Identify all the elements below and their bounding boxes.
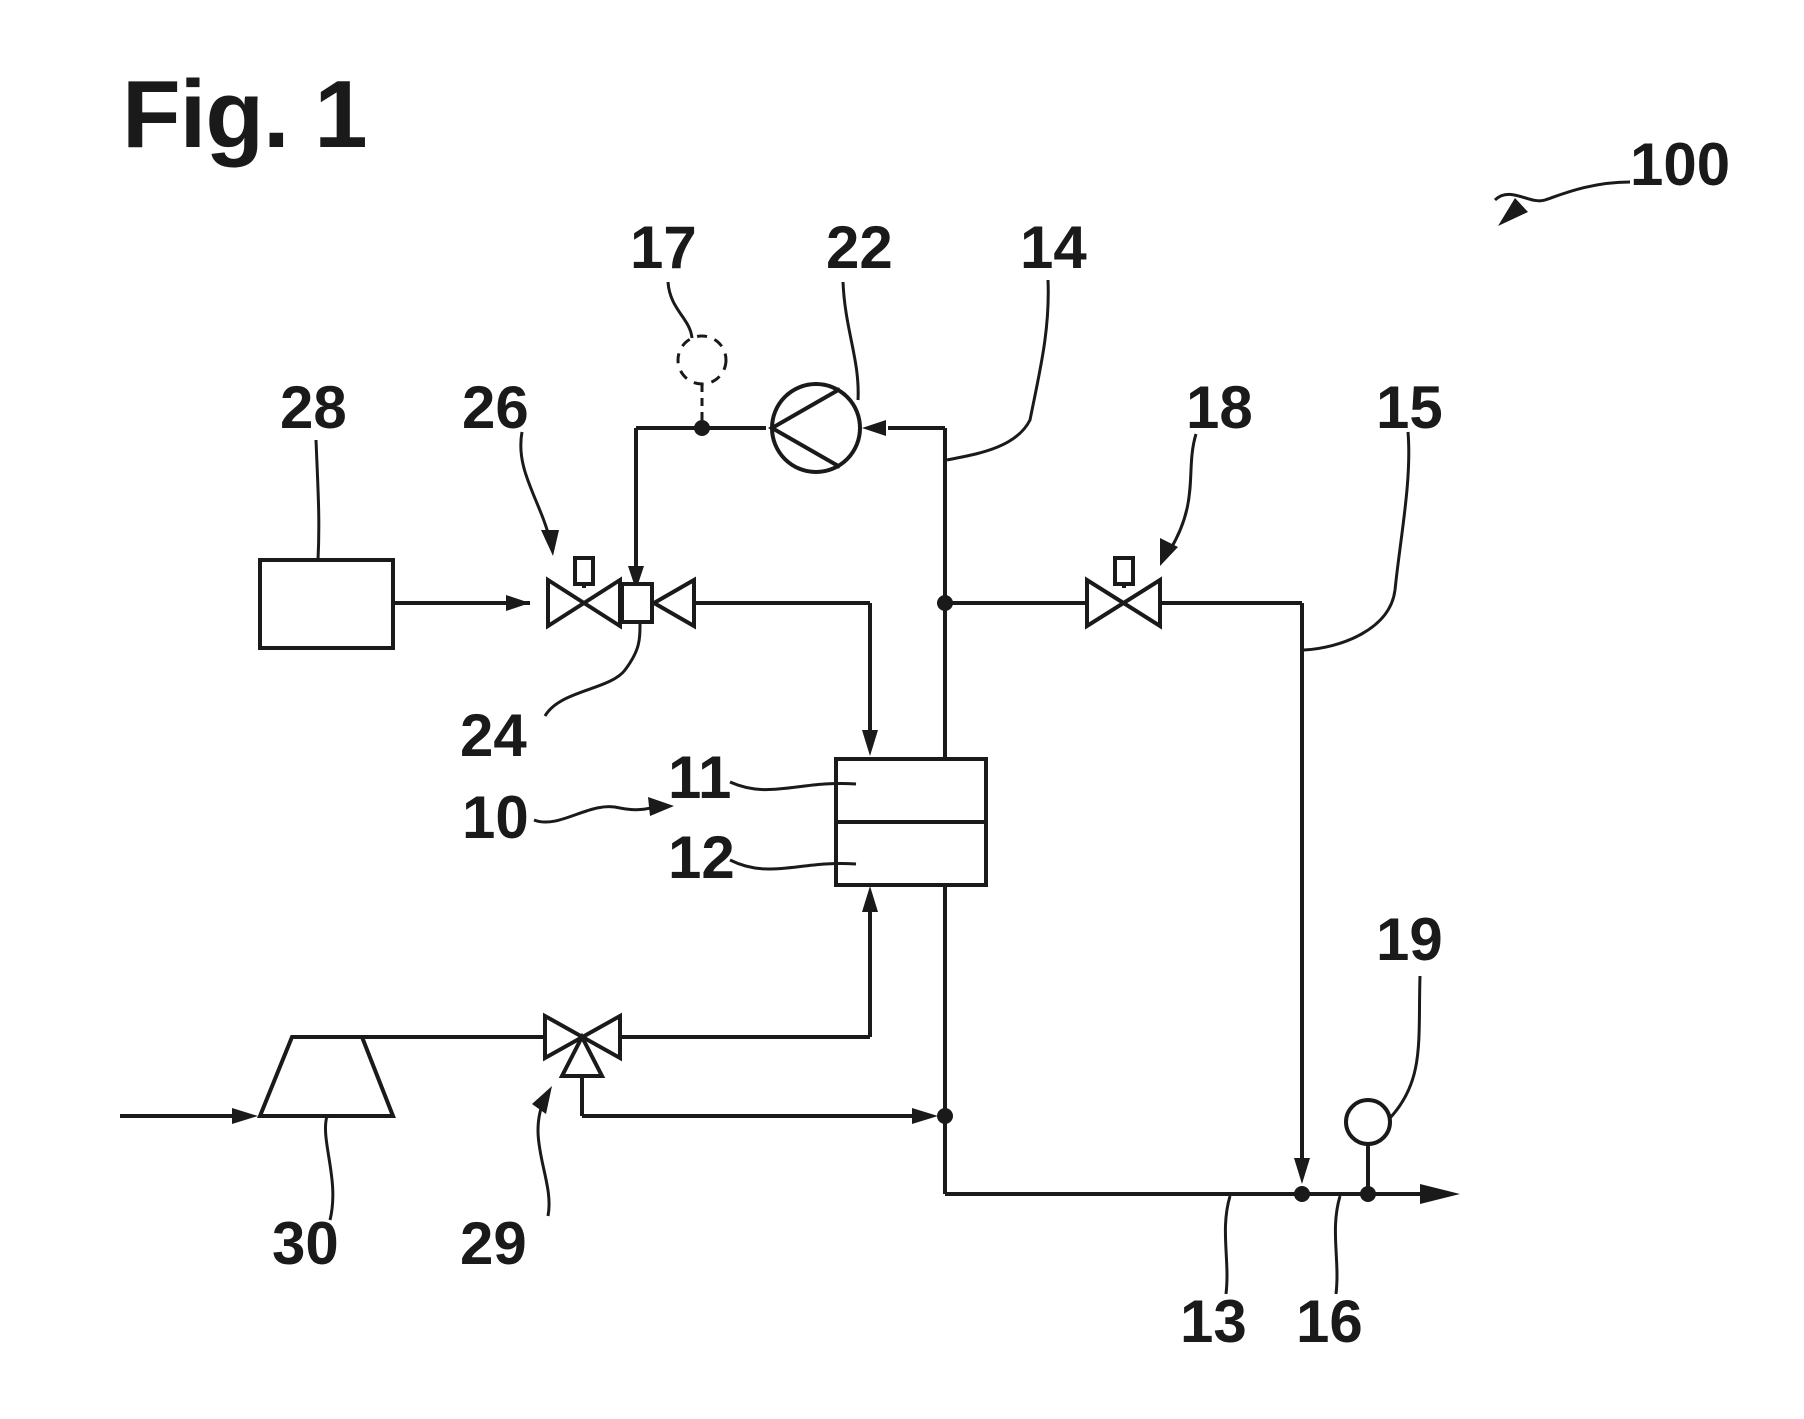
arrowhead-stack-top bbox=[862, 730, 878, 756]
arrowhead-air-in bbox=[232, 1108, 258, 1124]
leader-100 bbox=[1493, 180, 1631, 203]
label-29: 29 bbox=[460, 1210, 527, 1277]
label-19: 19 bbox=[1376, 906, 1443, 973]
leader-22 bbox=[841, 281, 860, 401]
leader-10-arrow bbox=[648, 797, 674, 816]
label-100: 100 bbox=[1630, 131, 1730, 198]
label-16: 16 bbox=[1296, 1288, 1363, 1355]
arrowhead-pump-in bbox=[862, 420, 886, 436]
junction-dot bbox=[1294, 1186, 1310, 1202]
arrowhead-purge bbox=[1294, 1158, 1310, 1184]
valve-actuator bbox=[573, 556, 595, 586]
three-way-valve-branch bbox=[558, 1032, 606, 1078]
leader-18 bbox=[1168, 433, 1198, 551]
junction-dot bbox=[694, 420, 710, 436]
label-22: 22 bbox=[826, 214, 893, 281]
junction-dot bbox=[1360, 1186, 1376, 1202]
leader-11 bbox=[729, 780, 857, 792]
leader-10 bbox=[533, 804, 661, 824]
check-element bbox=[649, 576, 696, 630]
label-30: 30 bbox=[272, 1210, 339, 1277]
junction-dot bbox=[937, 1108, 953, 1124]
purge-valve-actuator bbox=[1113, 556, 1135, 586]
label-12: 12 bbox=[668, 824, 735, 891]
recirculation-pump bbox=[770, 382, 862, 474]
figure-title: Fig. 1 bbox=[122, 61, 368, 168]
optional-sensor bbox=[676, 334, 728, 386]
label-26: 26 bbox=[462, 374, 529, 441]
leader-30 bbox=[324, 1115, 335, 1221]
leader-100-arrow bbox=[1498, 198, 1528, 226]
leader-17 bbox=[666, 281, 694, 339]
ejector-block bbox=[620, 582, 654, 624]
label-14: 14 bbox=[1020, 214, 1087, 281]
label-13: 13 bbox=[1180, 1288, 1247, 1355]
arrowhead-exhaust bbox=[1420, 1184, 1460, 1204]
leader-15 bbox=[1303, 431, 1411, 652]
outlet-sensor bbox=[1344, 1098, 1392, 1146]
pump-chevron bbox=[767, 387, 841, 469]
label-17: 17 bbox=[630, 214, 697, 281]
leader-13 bbox=[1223, 1195, 1232, 1295]
compressor bbox=[257, 1035, 396, 1118]
label-15: 15 bbox=[1376, 374, 1443, 441]
arrowhead-stack-bottom bbox=[862, 886, 878, 912]
label-10: 10 bbox=[462, 784, 529, 851]
label-18: 18 bbox=[1186, 374, 1253, 441]
arrowhead-valve24 bbox=[628, 566, 644, 590]
leader-29-arrow bbox=[532, 1086, 552, 1114]
hydrogen-tank bbox=[258, 558, 395, 650]
purge-valve bbox=[1085, 576, 1162, 630]
leader-29 bbox=[536, 1097, 551, 1217]
arrowhead-tank bbox=[506, 595, 530, 611]
leader-16 bbox=[1333, 1195, 1342, 1295]
label-24: 24 bbox=[460, 702, 527, 769]
leader-28 bbox=[314, 439, 321, 561]
leader-26 bbox=[519, 431, 552, 541]
leader-12 bbox=[729, 858, 857, 871]
leader-14 bbox=[946, 279, 1050, 462]
shutoff-valve bbox=[546, 576, 622, 630]
label-11: 11 bbox=[668, 744, 731, 811]
label-28: 28 bbox=[280, 374, 347, 441]
leader-18-arrow bbox=[1160, 538, 1178, 566]
leader-24 bbox=[543, 621, 642, 717]
leader-26-arrow bbox=[541, 530, 559, 556]
junction-dot bbox=[937, 595, 953, 611]
leader-19 bbox=[1388, 975, 1422, 1120]
arrowhead-bypass bbox=[912, 1108, 938, 1124]
